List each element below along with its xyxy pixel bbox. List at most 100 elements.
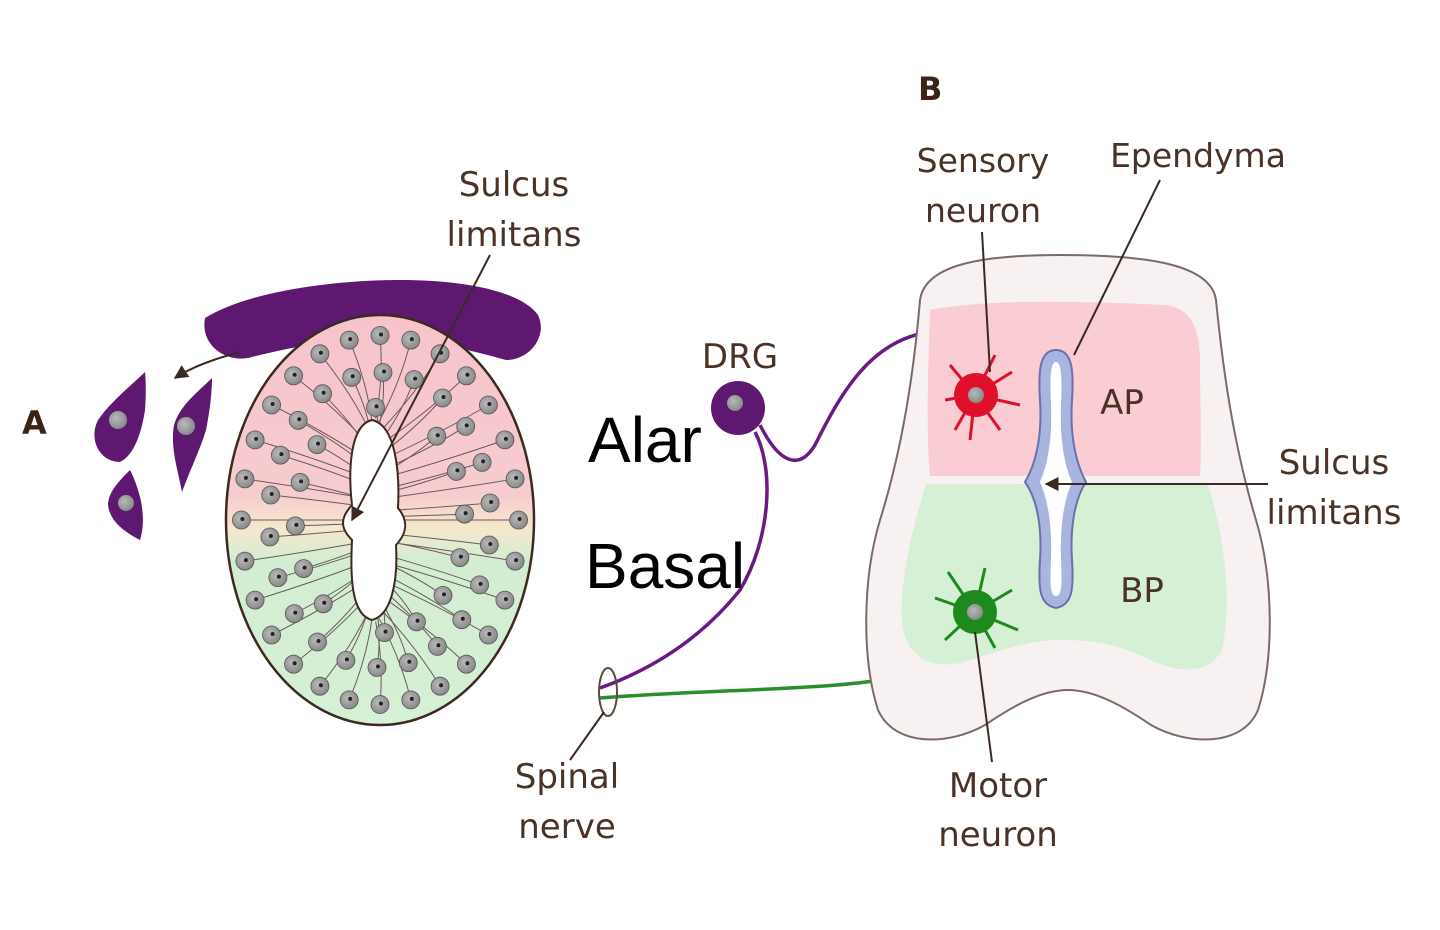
cell-nucleolus (348, 337, 353, 342)
cell-nucleolus (382, 369, 386, 374)
panel-a-letter: A (22, 404, 47, 442)
cell-nucleolus (436, 643, 441, 648)
crest-cell (172, 378, 212, 492)
cell-nucleolus (517, 517, 522, 521)
sensory-pointer (981, 231, 991, 373)
cell-nucleolus (435, 433, 440, 438)
cell-nucleolus (465, 372, 470, 377)
sensory-peripheral-axon (599, 431, 769, 690)
sulcus-label-b-line1: Sulcus (1279, 443, 1390, 483)
cell-nucleolus (465, 661, 470, 666)
cell-nucleolus (299, 479, 304, 484)
bp-label: BP (1120, 571, 1164, 611)
cell-nucleolus (415, 618, 420, 623)
cell-nucleolus (321, 390, 326, 395)
cell-nucleolus (318, 350, 323, 355)
cell-nucleolus (379, 701, 383, 706)
motor-label-line2: neuron (938, 815, 1058, 855)
cell-nucleolus (297, 417, 302, 422)
basal-overlay-label: Basal (585, 530, 745, 602)
cell-nucleolus (514, 475, 519, 480)
cell-nucleolus (514, 558, 519, 563)
fiber (388, 502, 491, 512)
crest-nucleus (109, 411, 127, 429)
cell-nucleolus (344, 657, 349, 662)
cell-nucleolus (268, 534, 273, 538)
fiber (319, 611, 369, 687)
cell-nucleolus (279, 452, 284, 457)
cell-nucleolus (254, 436, 259, 441)
spinal-nerve-label-line2: nerve (518, 807, 615, 847)
cell-nucleolus (243, 475, 248, 480)
sensory-label-line1: Sensory (917, 141, 1050, 180)
crest-nucleus (118, 495, 134, 511)
cell-nucleolus (487, 402, 492, 406)
cell-nucleolus (270, 632, 275, 636)
cell-nucleolus (276, 574, 281, 579)
cell-nucleolus (348, 696, 353, 701)
cell-nucleolus (489, 500, 494, 504)
cell-nucleolus (292, 372, 297, 377)
cell-nucleolus (413, 376, 418, 381)
motor-pointer (974, 631, 993, 763)
cell-nucleolus (374, 404, 379, 409)
cell-nucleolus (383, 629, 388, 634)
cell-nucleolus (481, 459, 486, 464)
fiber (391, 478, 516, 498)
cell-nucleolus (376, 664, 380, 669)
fiber (388, 582, 489, 636)
cell-nucleolus (478, 581, 483, 586)
sensory-neuron (944, 354, 1021, 441)
cell-nucleolus (243, 558, 248, 563)
sulcus-pointer-a (351, 254, 491, 522)
fiber (390, 563, 506, 601)
cell-nucleolus (350, 374, 355, 379)
motor-neuron (934, 567, 1019, 649)
ependyma-label: Ependyma (1110, 136, 1286, 175)
motor-label-line1: Motor (949, 766, 1047, 806)
sensory-label-line2: neuron (925, 191, 1041, 230)
fiber (390, 439, 506, 477)
cell-nucleolus (488, 542, 493, 546)
spinal-nerve-pointer (569, 711, 605, 761)
fiber (385, 375, 467, 442)
panel-b-letter: B (918, 70, 942, 108)
panel-b: B AP BP Sensory neuron Ependyma (865, 70, 1402, 855)
cell-nucleolus (270, 402, 275, 406)
cell-nucleolus (455, 468, 460, 473)
fiber (385, 598, 467, 665)
cell-nucleolus (503, 436, 508, 441)
cell-nucleolus (316, 441, 320, 446)
cell-nucleolus (316, 639, 321, 643)
cell-nucleolus (254, 597, 259, 602)
cell-nucleolus (269, 492, 274, 496)
central-canal (342, 418, 407, 622)
drg-label: DRG (702, 337, 778, 377)
cell-nucleolus (293, 610, 298, 615)
fiber (244, 542, 360, 562)
drg-and-nerves: DRG Spinal nerve Alar Basal (515, 329, 981, 847)
cell-nucleolus (442, 592, 446, 597)
cell-nucleolus (460, 616, 465, 621)
sulcus-label-b-line2: limitans (1267, 493, 1402, 533)
cell-nucleolus (464, 423, 469, 428)
cell-nucleolus (302, 565, 307, 570)
crest-nucleus (177, 417, 195, 435)
cell-nucleolus (407, 659, 412, 664)
cell-nucleolus (318, 683, 323, 688)
ependyma-pointer (1073, 179, 1161, 356)
cell-nucleolus (439, 683, 444, 688)
neuroepithelial-cells (231, 326, 528, 714)
migration-arrow (173, 351, 241, 379)
cell-nucleolus (322, 600, 327, 605)
fiber (319, 353, 369, 429)
cell-nucleolus (503, 597, 508, 602)
alar-overlay-label: Alar (588, 404, 702, 476)
spinal-nerve-label-line1: Spinal (515, 757, 619, 797)
drg-nucleus (727, 395, 743, 411)
cell-nucleolus (487, 632, 492, 636)
panel-a: A Sulcus limitans (22, 165, 581, 727)
ap-label: AP (1100, 383, 1144, 423)
cell-nucleolus (379, 332, 383, 337)
